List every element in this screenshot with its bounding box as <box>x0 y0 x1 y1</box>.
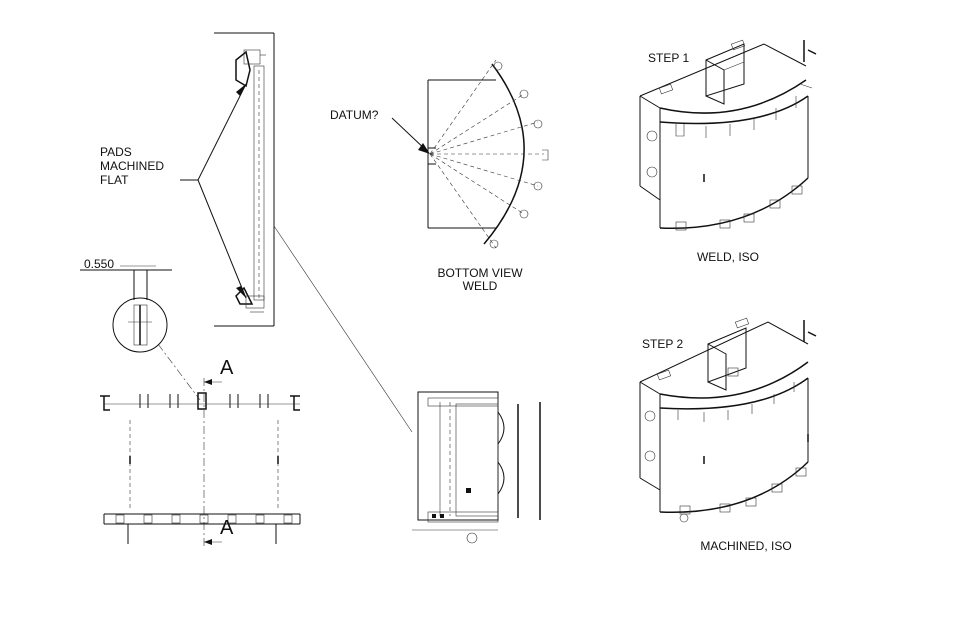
bottom-view-label: BOTTOM VIEW <box>437 266 523 280</box>
pads-label: PADS <box>100 145 132 159</box>
front-view <box>100 378 301 546</box>
weld-iso-label: WELD, ISO <box>697 250 759 264</box>
datum-label: DATUM? <box>330 108 379 122</box>
dimension-value: 0.550 <box>84 257 114 271</box>
pads-leader-lines <box>180 83 247 299</box>
step2-label: STEP 2 <box>642 337 683 351</box>
section-label-bottom: A <box>220 517 234 539</box>
machined-label: MACHINED <box>100 159 164 173</box>
detail-circle <box>80 265 201 401</box>
flat-label: FLAT <box>100 173 129 187</box>
top-tab-row <box>100 392 300 411</box>
machined-iso-drawing <box>639 317 817 523</box>
weld-iso-drawing <box>639 39 817 231</box>
projection-line <box>273 225 413 433</box>
step1-label: STEP 1 <box>648 51 689 65</box>
bottom-view-weld-label: WELD <box>463 279 498 293</box>
side-view-strip <box>214 32 275 327</box>
section-label-top: A <box>220 357 234 379</box>
bottom-view-weld-drawing <box>391 59 549 249</box>
side-view-assembly <box>412 391 541 544</box>
machined-iso-label: MACHINED, ISO <box>700 539 791 553</box>
bottom-tab-row <box>103 513 301 544</box>
